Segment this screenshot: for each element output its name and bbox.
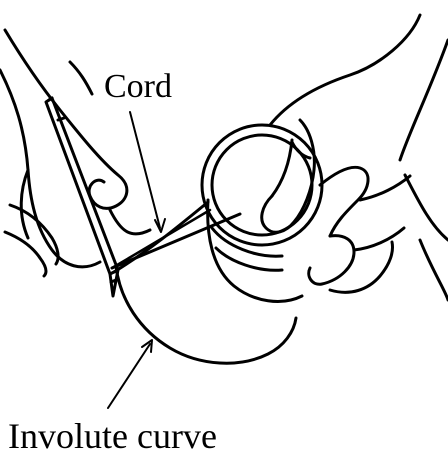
cord-line <box>112 210 240 268</box>
left-hand <box>0 30 150 276</box>
right-hand <box>262 15 448 300</box>
involute-leader <box>108 340 152 408</box>
cord-leader <box>130 112 165 232</box>
cord-label: Cord <box>104 70 172 104</box>
involute-curve-label: Involute curve <box>8 418 217 454</box>
involute-curve <box>114 202 296 363</box>
